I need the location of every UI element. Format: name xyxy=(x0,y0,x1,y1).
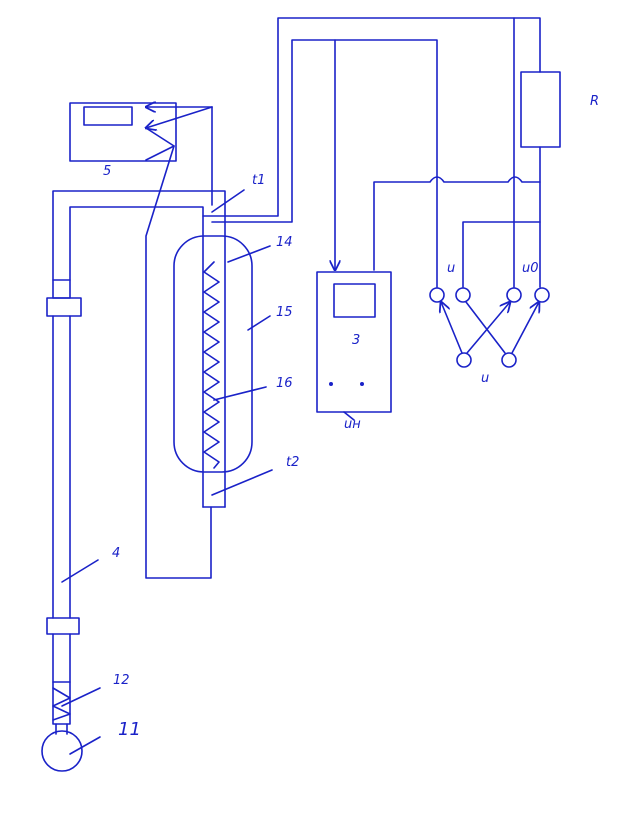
label-11: 11 xyxy=(118,719,141,740)
wiring xyxy=(202,17,541,288)
coupling-lower xyxy=(46,617,80,635)
instrument-3 xyxy=(316,271,392,413)
label-t2: t2 xyxy=(286,455,299,470)
terminal-3 xyxy=(506,287,522,303)
coupling-upper xyxy=(46,297,82,317)
label-14: 14 xyxy=(276,235,293,250)
terminal-6 xyxy=(501,352,517,368)
label-u-bottom: u xyxy=(481,371,489,386)
label-12: 12 xyxy=(113,673,130,688)
label-un: uн xyxy=(344,417,361,432)
resistor-R xyxy=(520,71,561,148)
label-5: 5 xyxy=(103,164,111,179)
coil-16 xyxy=(203,261,220,469)
switch-terminals xyxy=(429,287,550,368)
bulb-11 xyxy=(41,730,83,772)
label-4: 4 xyxy=(112,546,120,561)
heater-12 xyxy=(52,681,71,735)
meter-5-display xyxy=(83,106,133,126)
vessel-15 xyxy=(173,235,253,473)
tube-4 xyxy=(46,190,226,683)
terminal-4 xyxy=(534,287,550,303)
label-u-left: u xyxy=(447,261,455,276)
instrument-3-display xyxy=(333,283,376,318)
label-u0: u0 xyxy=(522,261,539,276)
label-16: 16 xyxy=(276,376,293,391)
label-15: 15 xyxy=(276,305,293,320)
terminal-1 xyxy=(429,287,445,303)
label-t1: t1 xyxy=(252,173,265,188)
meter-5 xyxy=(69,103,213,579)
terminal-5 xyxy=(456,352,472,368)
label-R: R xyxy=(590,94,599,109)
leader-lines xyxy=(61,189,355,755)
terminal-2 xyxy=(455,287,471,303)
label-3: 3 xyxy=(352,333,360,348)
